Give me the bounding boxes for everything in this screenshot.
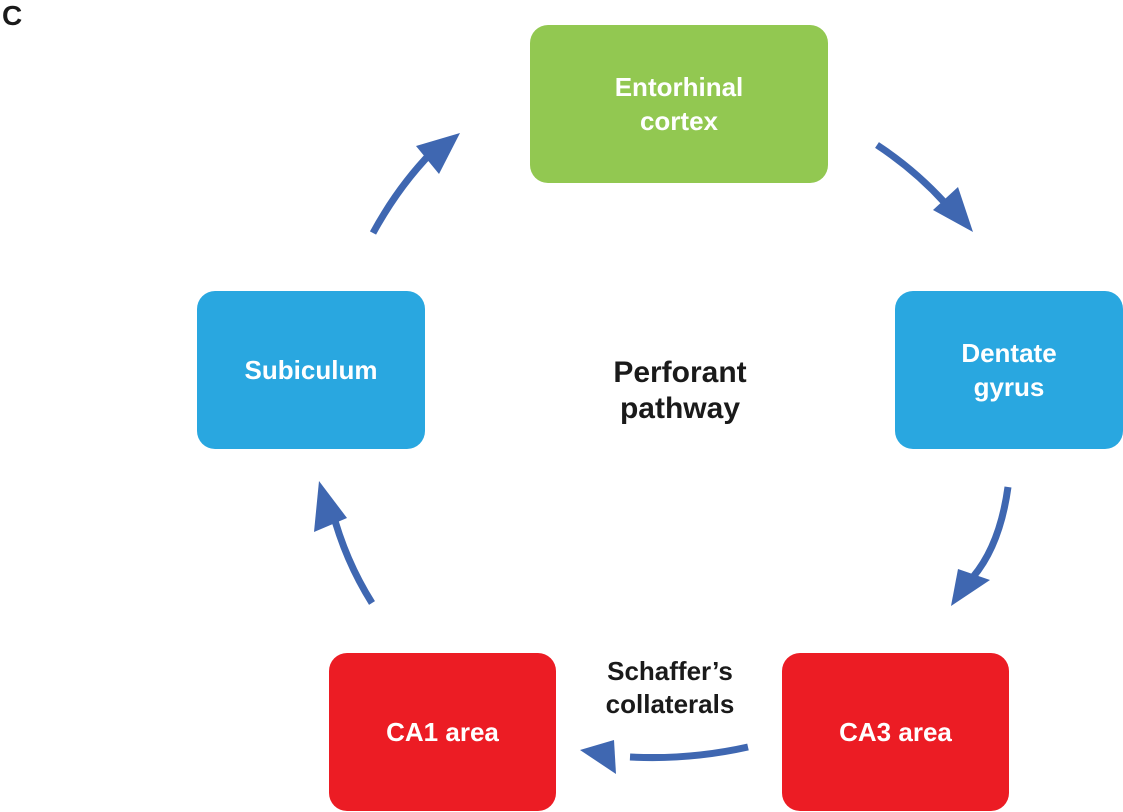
node-subiculum: Subiculum	[197, 291, 425, 449]
arrow-head-ca1-to-subiculum	[314, 481, 347, 532]
arrow-ca1-to-subiculum	[328, 509, 375, 605]
arrow-head-dentate-to-ca3	[951, 569, 990, 606]
arrow-dentate-to-ca3	[970, 486, 1012, 580]
arrow-head-subiculum-to-entorhinal	[416, 133, 460, 174]
node-dentate-gyrus: Dentate gyrus	[895, 291, 1123, 449]
node-entorhinal-cortex: Entorhinal cortex	[530, 25, 828, 183]
node-ca3-area: CA3 area	[782, 653, 1009, 811]
arrow-subiculum-to-entorhinal	[369, 149, 435, 235]
schaffer-collaterals-label: Schaffer’s collaterals	[605, 656, 735, 719]
arrow-entorhinal-to-dentate	[875, 142, 948, 206]
node-ca1-area-label: CA1 area	[386, 717, 499, 747]
perforant-pathway-label: Perforant pathway	[613, 356, 747, 425]
node-entorhinal-cortex-label: Entorhinal cortex	[614, 72, 744, 136]
node-ca3-area-label: CA3 area	[839, 717, 952, 747]
panel-label: C	[2, 0, 23, 31]
node-subiculum-label: Subiculum	[244, 355, 378, 385]
arrow-ca3-to-ca1	[629, 743, 749, 762]
arrow-head-entorhinal-to-dentate	[933, 187, 973, 232]
node-dentate-gyrus-label: Dentate gyrus	[961, 338, 1057, 402]
node-ca1-area: CA1 area	[329, 653, 556, 811]
arrow-head-ca3-to-ca1	[580, 740, 616, 774]
